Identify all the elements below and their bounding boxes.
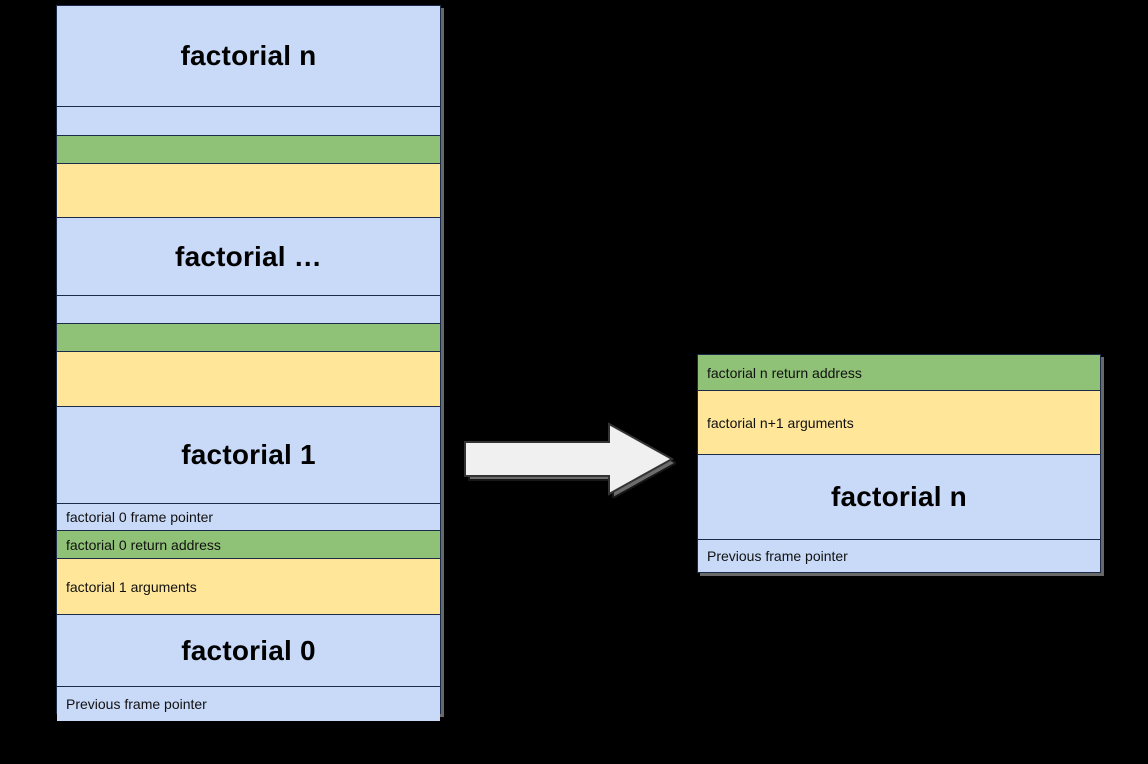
stack-row-label: factorial n return address — [707, 364, 862, 381]
stack-row-factorial-ellipsis-return-address — [57, 324, 440, 352]
stack-row-detail-previous-frame-pointer: Previous frame pointer — [698, 540, 1100, 572]
stack-row-factorial-0-frame-pointer: factorial 0 frame pointer — [57, 504, 440, 531]
stack-row-factorial-n-frame: factorial n — [57, 6, 440, 107]
stack-row-factorial-ellipsis-frame-pointer — [57, 296, 440, 324]
stack-row-factorial-0-frame: factorial 0 — [57, 615, 440, 687]
stack-row-label: factorial 1 arguments — [66, 578, 197, 595]
stack-row-factorial-ellipsis-arguments — [57, 352, 440, 407]
stack-row-factorial-n-arguments — [57, 164, 440, 218]
transition-arrow — [461, 420, 679, 500]
call-stack-diagram: factorial n factorial … factorial 1 factori… — [56, 5, 441, 721]
stack-row-label: factorial n — [830, 481, 967, 512]
stack-row-label: Previous frame pointer — [66, 696, 207, 712]
stack-row-detail-frame-title: factorial n — [698, 455, 1100, 540]
stack-row-factorial-n-frame-pointer — [57, 107, 440, 136]
stack-row-detail-return-address: factorial n return address — [698, 355, 1100, 391]
stack-row-label: factorial … — [175, 240, 322, 272]
stack-row-previous-frame-pointer: Previous frame pointer — [57, 687, 440, 721]
stack-row-detail-arguments: factorial n+1 arguments — [698, 391, 1100, 455]
stack-row-label: factorial 0 frame pointer — [66, 509, 214, 525]
stack-row-factorial-ellipsis-frame: factorial … — [57, 218, 440, 296]
stack-row-factorial-1-arguments: factorial 1 arguments — [57, 559, 440, 615]
stack-row-label: factorial 0 return address — [66, 536, 221, 553]
frame-detail-diagram: factorial n return address factorial n+1 … — [697, 354, 1101, 573]
stack-row-label: factorial 1 — [181, 439, 316, 470]
right-arrow-icon — [464, 422, 679, 500]
stack-row-factorial-0-return-address: factorial 0 return address — [57, 531, 440, 559]
stack-row-label: factorial n — [180, 40, 317, 71]
stack-row-factorial-1-frame: factorial 1 — [57, 407, 440, 504]
stack-row-label: factorial 0 — [181, 634, 316, 666]
stack-row-label: Previous frame pointer — [707, 548, 848, 564]
stack-row-label: factorial n+1 arguments — [707, 414, 854, 431]
stack-row-factorial-n-return-address — [57, 136, 440, 164]
